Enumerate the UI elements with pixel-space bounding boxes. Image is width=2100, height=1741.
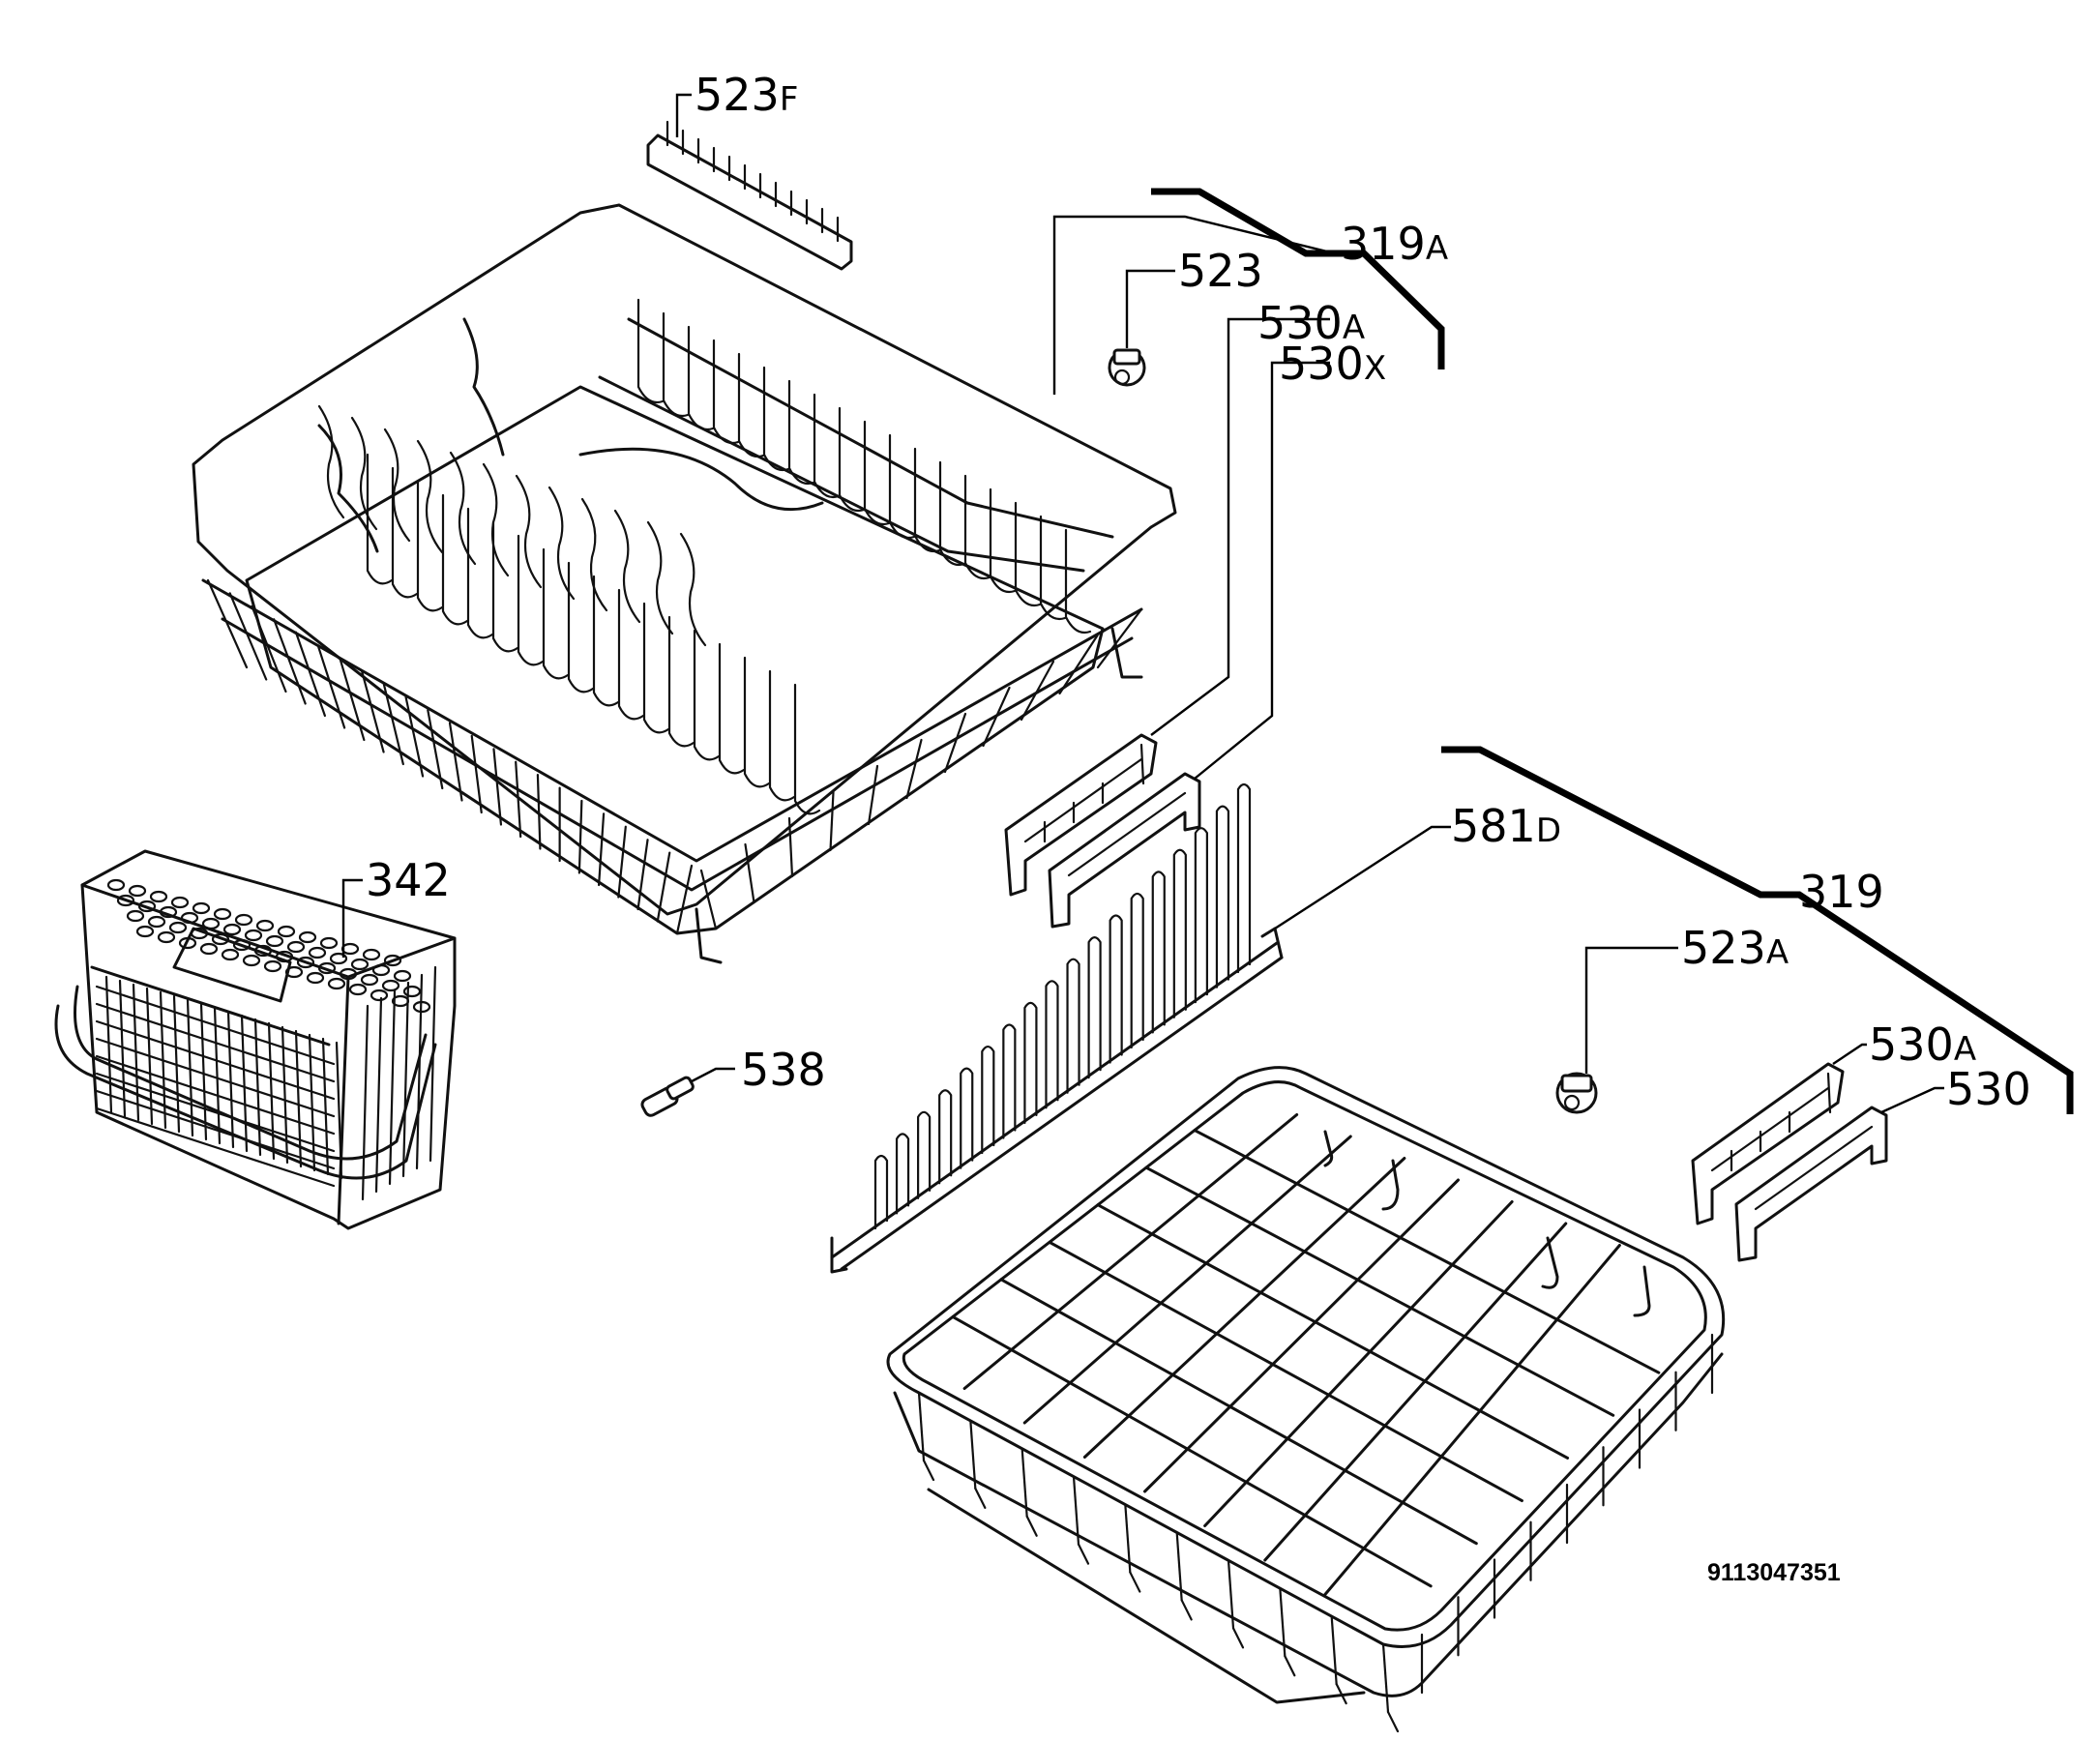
document-number: 9113047351 <box>1707 1559 1841 1586</box>
callout-319: 319 <box>1799 866 1884 918</box>
upper-basket-drawing <box>192 203 1177 964</box>
leader-523a <box>1584 946 1678 1074</box>
callout-530a-upper: 530A <box>1257 297 1365 349</box>
leader-523f <box>675 93 692 137</box>
callout-581d: 581D <box>1451 800 1561 852</box>
leader-530 <box>1880 1086 1944 1114</box>
roller-part-523 <box>1108 348 1146 387</box>
callout-523: 523 <box>1178 245 1263 297</box>
leader-342 <box>341 878 363 958</box>
clip-part-530a-lower <box>1691 1062 1845 1225</box>
leader-523 <box>1125 269 1175 348</box>
callout-342: 342 <box>366 854 451 906</box>
pin-part-538 <box>640 1076 695 1117</box>
leader-538 <box>691 1067 735 1083</box>
leader-530x <box>1194 361 1330 780</box>
leader-530a-lower <box>1832 1043 1867 1065</box>
lower-basket-drawing <box>886 1066 1726 1733</box>
comb-part-523f <box>646 120 853 271</box>
callout-319a: 319A <box>1341 218 1448 270</box>
leader-319a <box>1052 215 1336 395</box>
clip-part-530 <box>1734 1106 1888 1262</box>
clip-part-530a-upper <box>1004 733 1158 897</box>
leader-581d <box>1274 825 1451 930</box>
clip-part-530x <box>1048 772 1201 929</box>
leader-530a-upper <box>1150 317 1330 736</box>
callout-523a: 523A <box>1681 922 1789 974</box>
tine-rack-581d <box>830 782 1284 1274</box>
callout-523f: 523F <box>695 69 798 121</box>
roller-part-523a <box>1555 1072 1598 1114</box>
callout-530x: 530X <box>1279 338 1386 390</box>
cutlery-basket-342 <box>54 849 457 1230</box>
group-bar-319 <box>1441 746 2074 1114</box>
callout-538: 538 <box>741 1044 826 1096</box>
callout-530: 530 <box>1946 1063 2031 1115</box>
callout-530a-lower: 530A <box>1869 1018 1976 1071</box>
